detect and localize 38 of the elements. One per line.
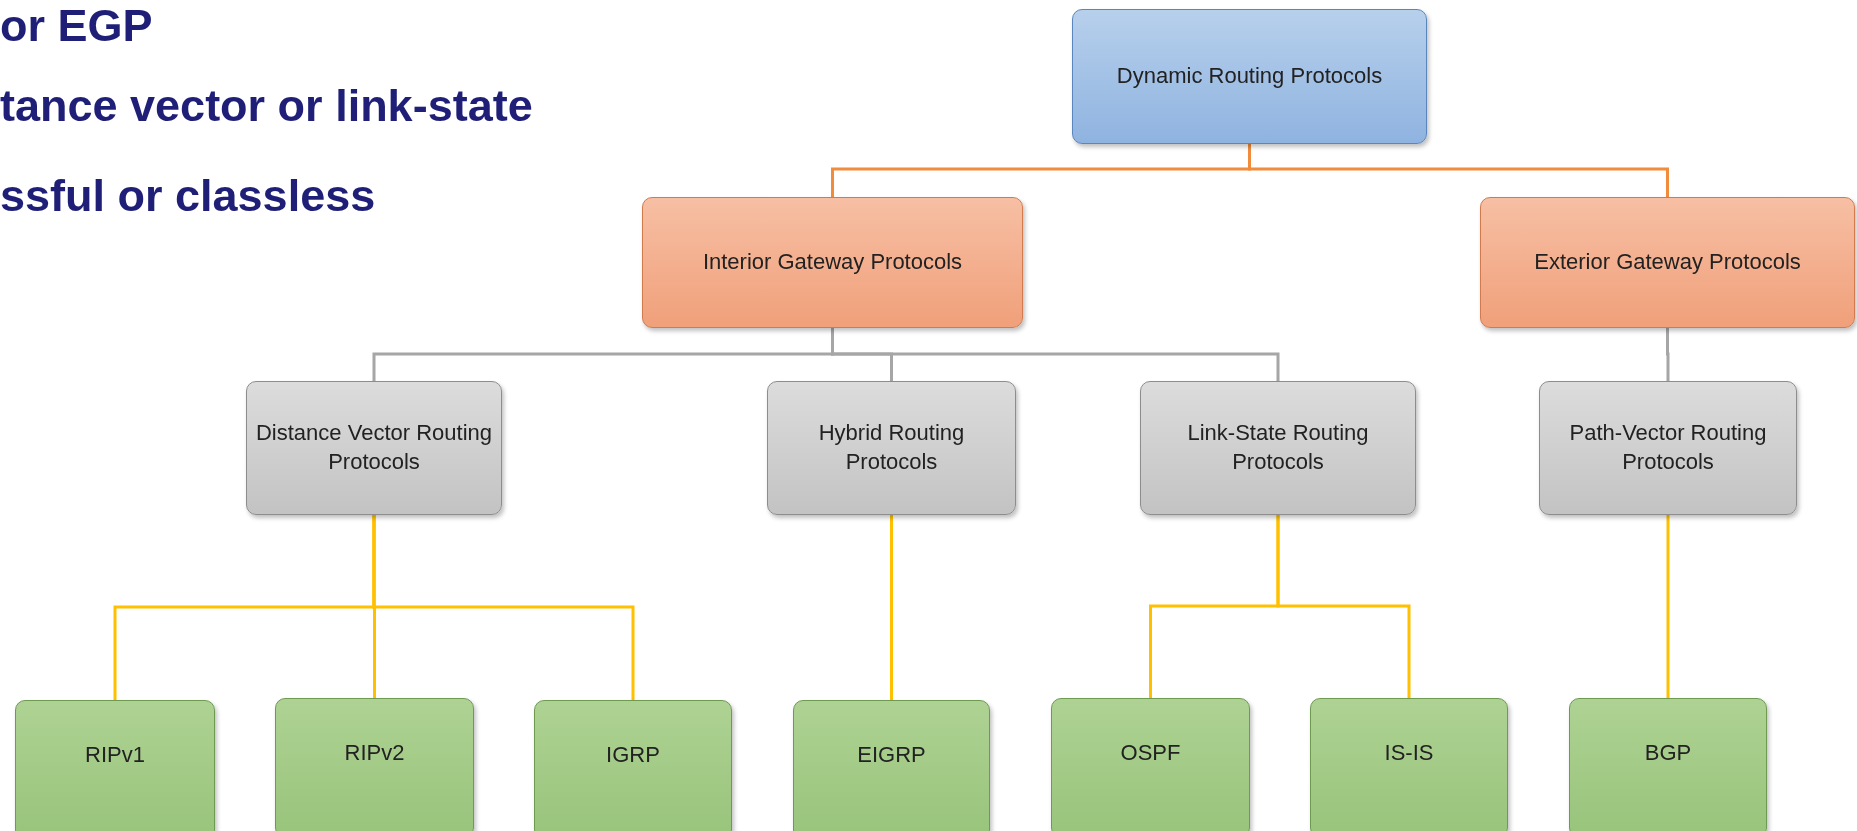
connector-line (1666, 328, 1670, 381)
node-label: Link-State Routing Protocols (1186, 419, 1370, 476)
category-box (1072, 9, 1427, 144)
category-box (767, 381, 1016, 515)
connector-line (1248, 144, 1669, 197)
protocol-box (793, 700, 990, 831)
connector-line (890, 515, 893, 700)
heading-text: tance vector or link-state (0, 80, 533, 132)
node-label: IS-IS (1383, 739, 1435, 767)
category-box (1140, 381, 1416, 515)
protocol-box (1569, 698, 1767, 831)
protocol-box (1051, 698, 1250, 831)
node-label: BGP (1643, 739, 1693, 767)
node-label: Dynamic Routing Protocols (1115, 62, 1384, 91)
node-label: EIGRP (856, 741, 927, 769)
node-label: Path-Vector Routing Protocols (1568, 419, 1768, 476)
node-label: Exterior Gateway Protocols (1533, 248, 1802, 277)
connector-line (1666, 515, 1670, 698)
protocol-box (275, 698, 474, 831)
node-label: RIPv2 (343, 739, 406, 767)
protocol-box (534, 700, 732, 831)
heading-text: ssful or classless (0, 170, 376, 222)
category-box (246, 381, 502, 515)
node-label: RIPv1 (84, 741, 146, 769)
category-box (1539, 381, 1797, 515)
node-label: OSPF (1119, 739, 1182, 767)
node-label: Interior Gateway Protocols (701, 248, 964, 277)
connector-line (831, 328, 1280, 381)
node-label: IGRP (605, 741, 661, 769)
connector-line (1276, 515, 1411, 698)
node-label: Hybrid Routing Protocols (817, 419, 966, 476)
node-label: Distance Vector Routing Protocols (255, 419, 493, 476)
connector-line (372, 515, 635, 700)
category-box (1480, 197, 1855, 328)
category-box (642, 197, 1023, 328)
protocol-box (15, 700, 215, 831)
heading-text: or EGP (0, 0, 153, 52)
protocol-box (1310, 698, 1508, 831)
